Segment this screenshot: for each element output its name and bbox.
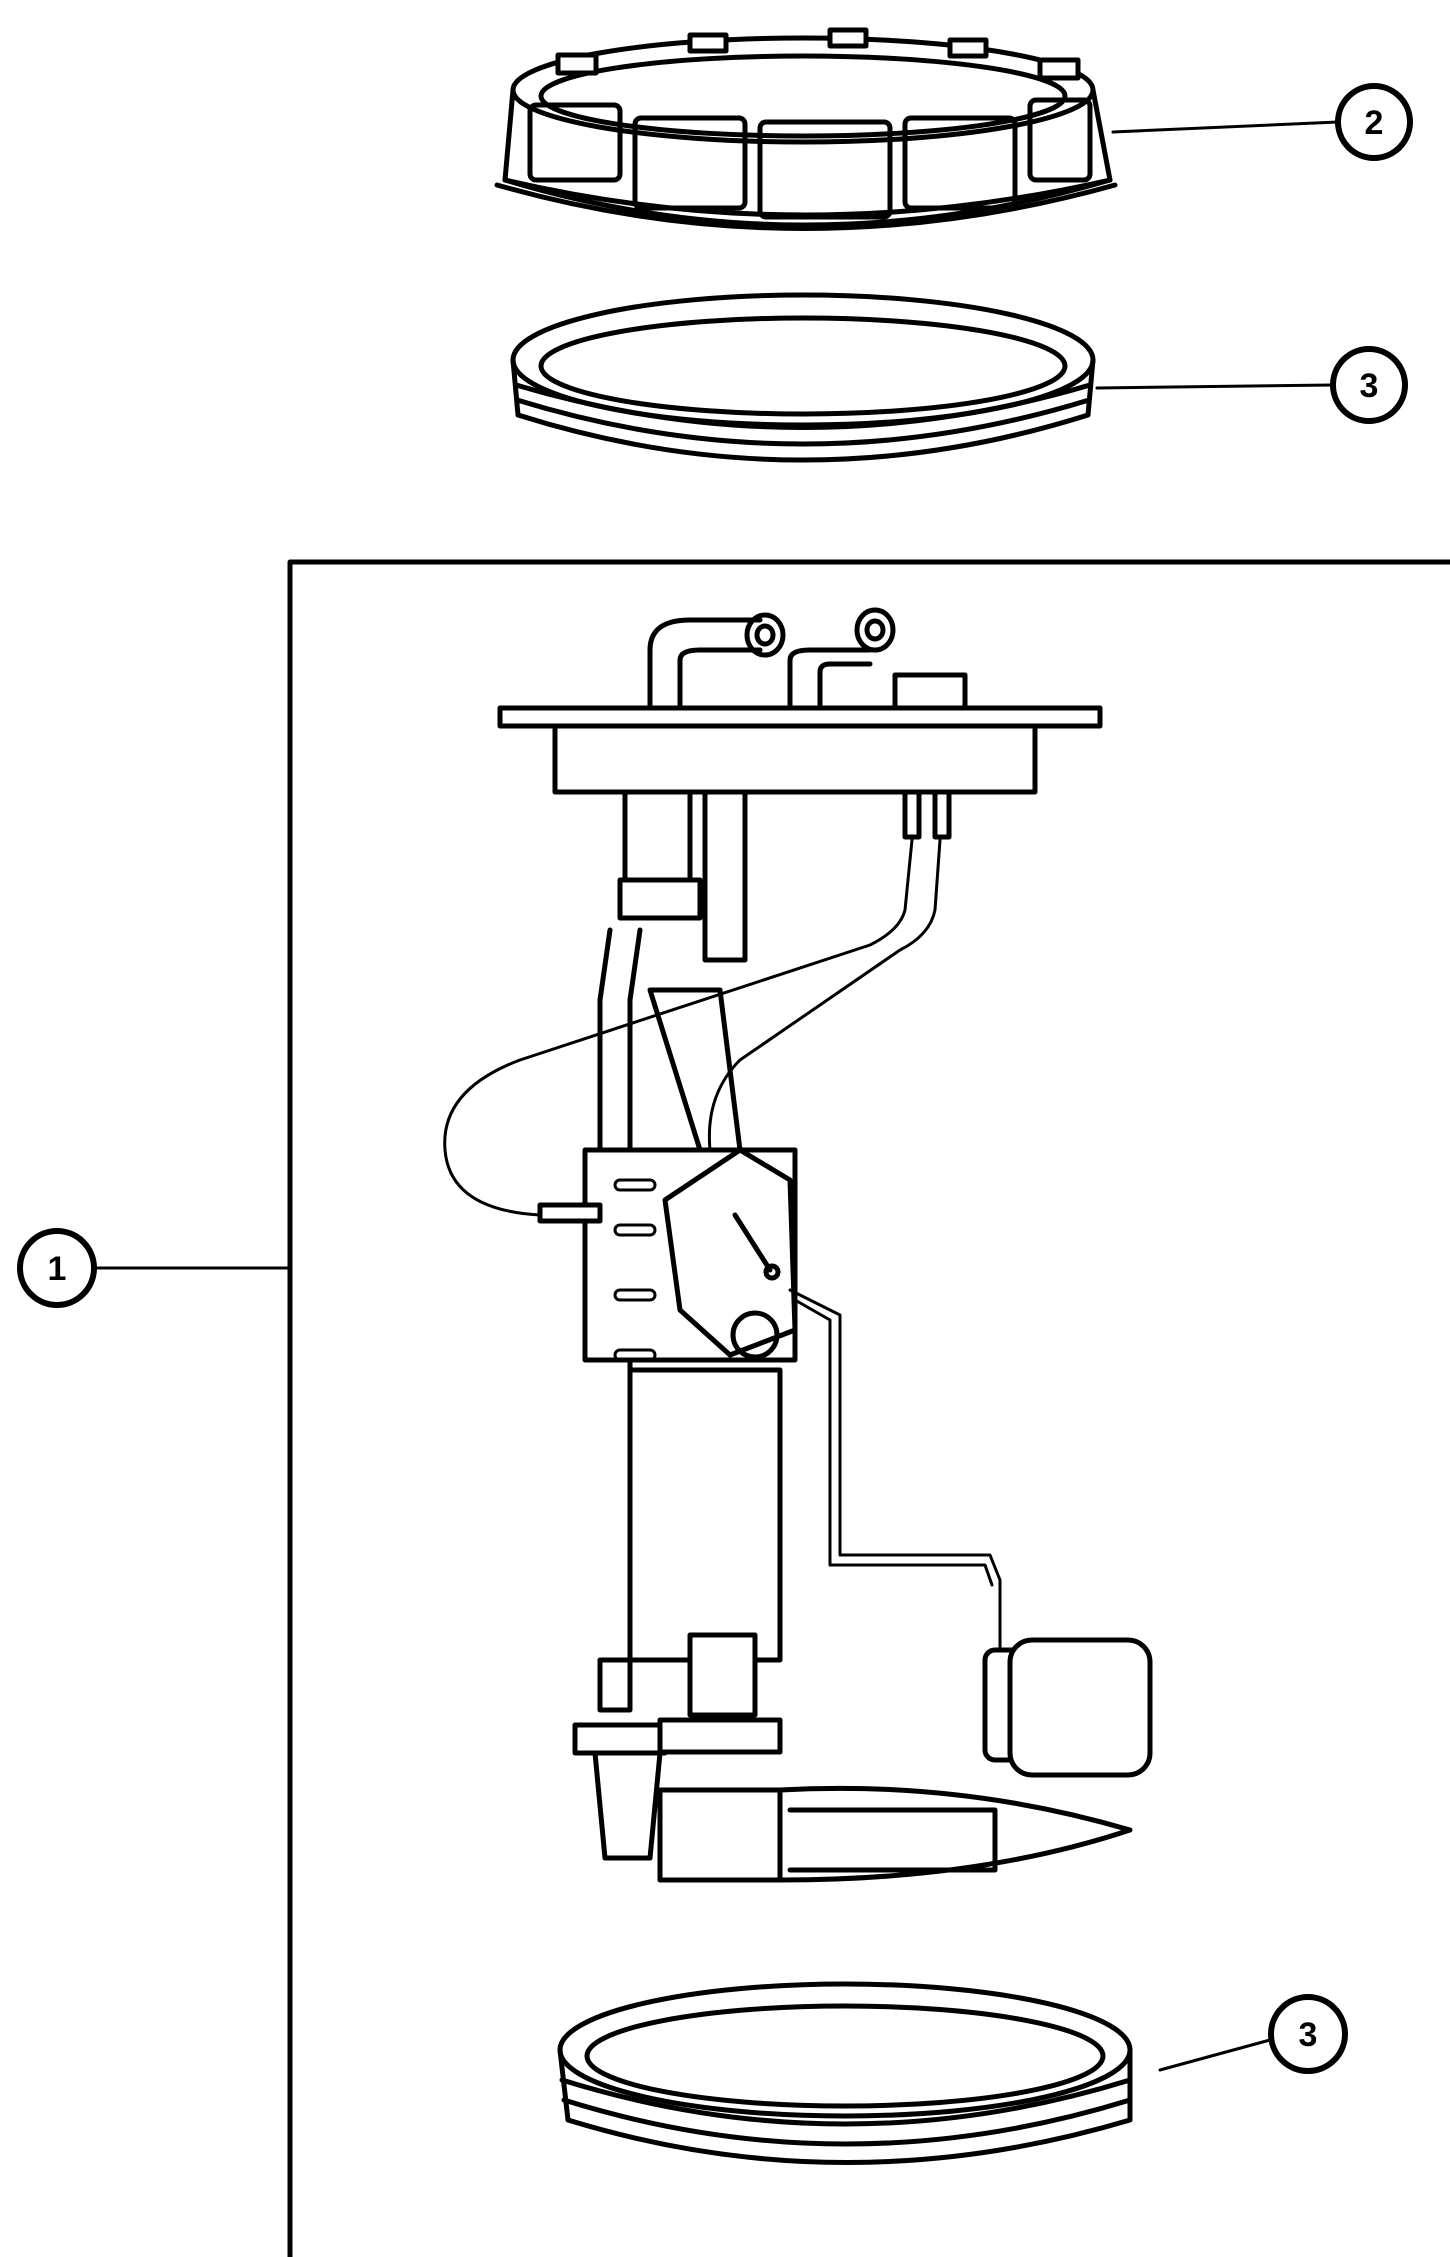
callout-3-lower-label: 3	[1299, 2016, 1318, 2054]
seal-upper	[510, 292, 1096, 463]
callout-2: 2	[1335, 83, 1413, 161]
callout-2-label: 2	[1365, 104, 1384, 142]
callout-1-label: 1	[48, 1250, 67, 1288]
seal-lower	[557, 1981, 1133, 2165]
leader-lines	[93, 120, 1340, 2072]
assembly-bracket	[287, 559, 1450, 2257]
callout-3-upper: 3	[1330, 346, 1408, 424]
lock-ring	[494, 27, 1118, 231]
lock-ring-tabs	[555, 27, 1081, 81]
callout-3-lower: 3	[1268, 1994, 1348, 2074]
callout-1: 1	[17, 1228, 97, 1308]
callout-3-upper-label: 3	[1360, 367, 1379, 405]
fuel-pump-module	[443, 607, 1153, 1883]
lock-ring-windows	[527, 97, 1093, 220]
